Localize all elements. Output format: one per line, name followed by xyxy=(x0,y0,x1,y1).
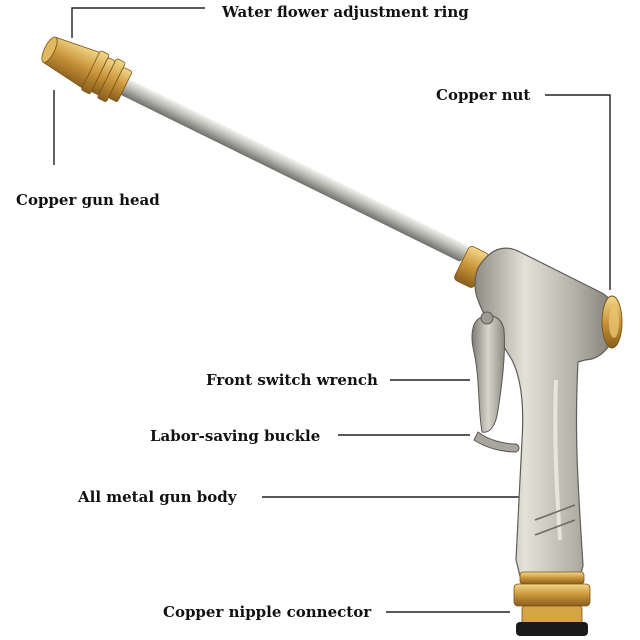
leader-lines xyxy=(53,7,611,613)
leader-copper-nut xyxy=(545,94,611,290)
leader-water-flower-ring xyxy=(71,7,205,38)
label-front-switch-wrench: Front switch wrench xyxy=(206,371,378,389)
label-all-metal-gun-body: All metal gun body xyxy=(78,488,237,506)
copper-nut-shape xyxy=(601,295,623,349)
copper-nipple-connector-shape xyxy=(513,571,591,636)
label-copper-nut: Copper nut xyxy=(436,86,531,104)
trigger-shape xyxy=(471,315,506,433)
label-labor-saving-buckle: Labor-saving buckle xyxy=(150,427,321,445)
buckle-shape xyxy=(473,431,520,453)
copper-gun-head-shape xyxy=(41,36,133,102)
label-copper-gun-head: Copper gun head xyxy=(16,191,160,209)
label-water-flower-adjustment-ring: Water flower adjustment ring xyxy=(222,3,469,21)
label-copper-nipple-connector: Copper nipple connector xyxy=(163,603,372,621)
metal-rod xyxy=(107,72,468,262)
